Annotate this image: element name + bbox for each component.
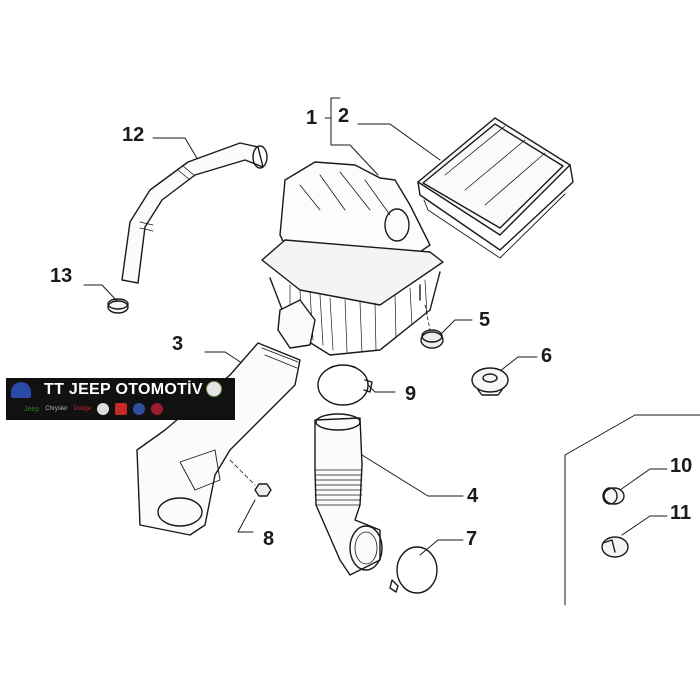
leader-lines — [83, 97, 700, 606]
intake-duct[interactable] — [136, 342, 301, 536]
hose-clamp-9[interactable] — [317, 364, 373, 406]
callout-9: 9 — [405, 383, 417, 405]
callout-5: 5 — [479, 309, 491, 331]
ram-logo-icon — [97, 403, 110, 415]
dodge-logo: Dodge — [73, 406, 92, 412]
brand-logos: Jeep Chrysler Dodge — [24, 403, 164, 415]
hose-clamp-7[interactable] — [389, 546, 438, 594]
callout-11: 11 — [670, 502, 692, 524]
callout-6: 6 — [541, 345, 553, 367]
abarth-logo-icon — [115, 403, 128, 415]
alfa-romeo-logo-icon — [206, 381, 222, 397]
corrugated-hose[interactable] — [314, 413, 383, 576]
mopar-logo-icon — [11, 382, 31, 398]
callout-10: 10 — [670, 455, 693, 477]
callout-7: 7 — [466, 528, 478, 550]
callout-13: 13 — [50, 265, 73, 287]
jeep-logo: Jeep — [24, 405, 40, 413]
callout-3: 3 — [172, 333, 184, 355]
callout-2: 2 — [338, 105, 350, 127]
air-filter-housing[interactable] — [261, 161, 444, 356]
breather-hose[interactable] — [121, 142, 268, 284]
fiat-logo-icon — [151, 403, 164, 415]
callout-1: 1 — [306, 107, 318, 129]
grommet[interactable] — [420, 304, 444, 349]
callout-12: 12 — [122, 124, 145, 146]
watermark-banner: TT JEEP OTOMOTİV Jeep Chrysler Dodge — [6, 378, 235, 420]
nut[interactable] — [229, 459, 272, 497]
rubber-mount[interactable] — [471, 367, 509, 396]
callout-8: 8 — [263, 528, 275, 550]
callout-4: 4 — [467, 485, 479, 507]
clamp[interactable] — [601, 536, 629, 558]
lancia-logo-icon — [133, 403, 146, 415]
plug[interactable] — [107, 298, 129, 314]
chrysler-logo: Chrysler — [45, 406, 68, 412]
banner-title: TT JEEP OTOMOTİV — [44, 381, 203, 398]
clip[interactable] — [602, 487, 625, 505]
air-filter-element[interactable] — [417, 117, 574, 259]
